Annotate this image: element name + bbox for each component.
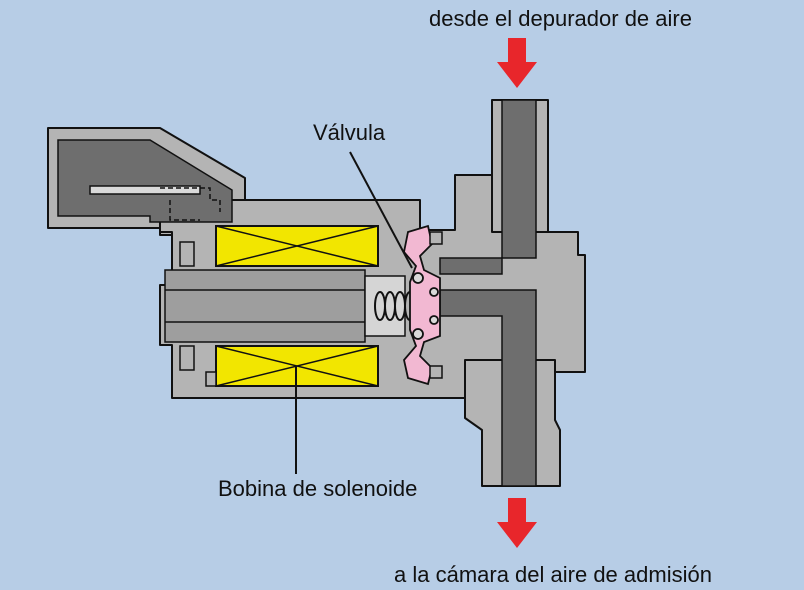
body-details xyxy=(179,231,443,387)
hidden-terminal-lines xyxy=(160,187,221,221)
outlet-label: a la cámara del aire de admisión xyxy=(394,562,712,587)
valve-leader-line xyxy=(349,151,413,269)
valve-label: Válvula xyxy=(313,120,386,145)
plunger xyxy=(164,269,406,343)
solenoid-coil-top xyxy=(215,225,379,267)
valve-diaphragm xyxy=(403,224,441,386)
coil-label: Bobina de solenoide xyxy=(218,476,417,501)
connector-terminal xyxy=(89,185,201,195)
inlet-arrow-icon xyxy=(497,38,537,88)
outlet-arrow-icon xyxy=(497,498,537,548)
inlet-label: desde el depurador de aire xyxy=(429,6,692,31)
